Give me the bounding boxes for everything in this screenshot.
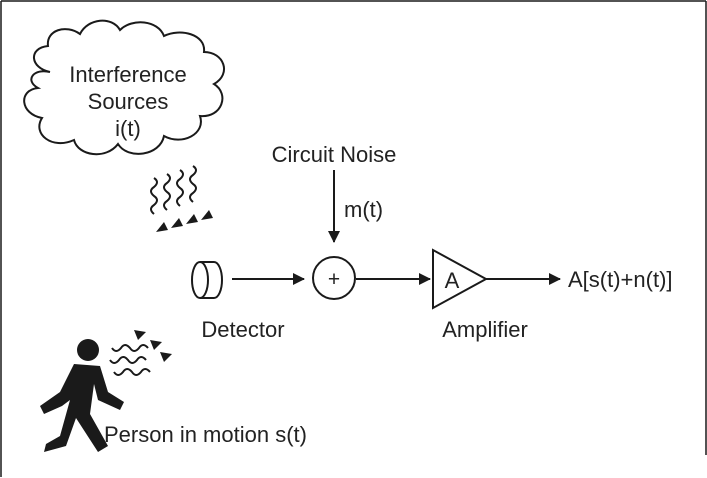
interference-waves-icon — [150, 165, 213, 232]
person-label: Person in motion s(t) — [104, 422, 307, 447]
amplifier-triangle — [432, 248, 489, 310]
noise-signal-label: m(t) — [344, 197, 383, 222]
summing-junction — [312, 256, 356, 300]
circuit-noise-label: Circuit Noise — [272, 142, 397, 167]
detector-label: Detector — [201, 317, 284, 342]
interference-cloud-icon — [23, 19, 225, 156]
output-label: A[s(t)+n(t)] — [568, 267, 673, 292]
person-waves-icon — [109, 330, 172, 376]
amplifier-symbol: A — [445, 268, 460, 293]
summer-plus: + — [328, 268, 340, 291]
interference-line-2: Sources — [88, 89, 169, 114]
interference-line-3: i(t) — [115, 116, 141, 141]
interference-line-1: Interference — [69, 62, 186, 87]
detector-icon — [191, 261, 223, 299]
walking-person-icon — [40, 339, 124, 452]
amplifier-label: Amplifier — [442, 317, 528, 342]
